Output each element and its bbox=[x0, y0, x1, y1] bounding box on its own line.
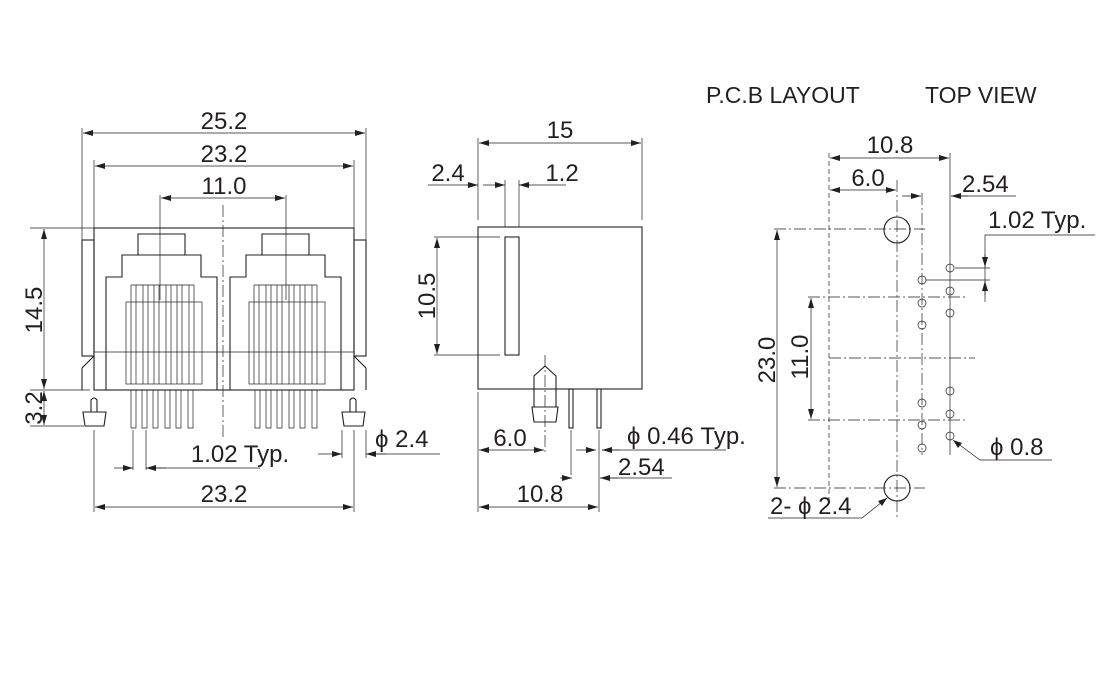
dim-peg-offset: 6.0 bbox=[493, 425, 526, 452]
pcb-dim-peg-offset: 6.0 bbox=[851, 165, 884, 192]
peg-hole bbox=[883, 474, 911, 502]
dim-pin-pitch: 1.02 Typ. bbox=[191, 441, 289, 468]
dim-overall-width: 25.2 bbox=[201, 108, 248, 135]
dim-pin-span: 23.2 bbox=[201, 481, 248, 508]
pcb-layout-subtitle: TOP VIEW bbox=[925, 82, 1037, 108]
pcb-layout: P.C.B LAYOUT TOP VIEW 10.8 6.0 2.54 1.02… bbox=[706, 82, 1095, 520]
front-view: 25.2 23.2 11.0 14.5 3.2 bbox=[21, 108, 440, 512]
side-view: 15 2.4 1.2 10.5 6.0 ϕ 0.46 Typ. 2.54 10.… bbox=[414, 117, 746, 512]
dim-post-diameter: ϕ 2.4 bbox=[375, 426, 428, 453]
side-body bbox=[477, 226, 643, 390]
dim-post-height: 3.2 bbox=[21, 391, 48, 424]
peg-hole bbox=[883, 216, 911, 244]
pcb-dim-row-pitch: 2.54 bbox=[962, 171, 1009, 198]
dim-pin-offset: 10.8 bbox=[517, 481, 564, 508]
pcb-dim-width: 10.8 bbox=[867, 132, 914, 159]
pin-holes bbox=[917, 263, 955, 453]
dim-height: 14.5 bbox=[21, 287, 48, 334]
dim-pin-diameter: ϕ 0.46 Typ. bbox=[627, 423, 746, 450]
dim-port-pitch: 11.0 bbox=[202, 173, 247, 200]
dim-window-height: 10.5 bbox=[414, 273, 441, 320]
connector-body bbox=[93, 227, 355, 391]
dim-row-pitch: 2.54 bbox=[618, 454, 665, 481]
side-slot bbox=[504, 236, 520, 356]
pcb-dim-hole-diameter: ϕ 0.8 bbox=[990, 434, 1043, 461]
pcb-dim-port-pitch: 11.0 bbox=[787, 335, 814, 380]
pcb-layout-title: P.C.B LAYOUT bbox=[706, 82, 860, 108]
dim-body-width: 23.2 bbox=[201, 141, 248, 168]
pcb-dim-pin-pitch: 1.02 Typ. bbox=[988, 207, 1086, 234]
pcb-dim-peg-holes: 2- ϕ 2.4 bbox=[770, 493, 851, 520]
dim-offset-b: 1.2 bbox=[545, 160, 578, 187]
dim-offset-a: 2.4 bbox=[431, 160, 464, 187]
pcb-dim-peg-spacing: 23.0 bbox=[754, 337, 781, 384]
jack-left bbox=[105, 233, 218, 390]
dim-depth: 15 bbox=[547, 117, 574, 144]
jack-right bbox=[229, 233, 342, 390]
